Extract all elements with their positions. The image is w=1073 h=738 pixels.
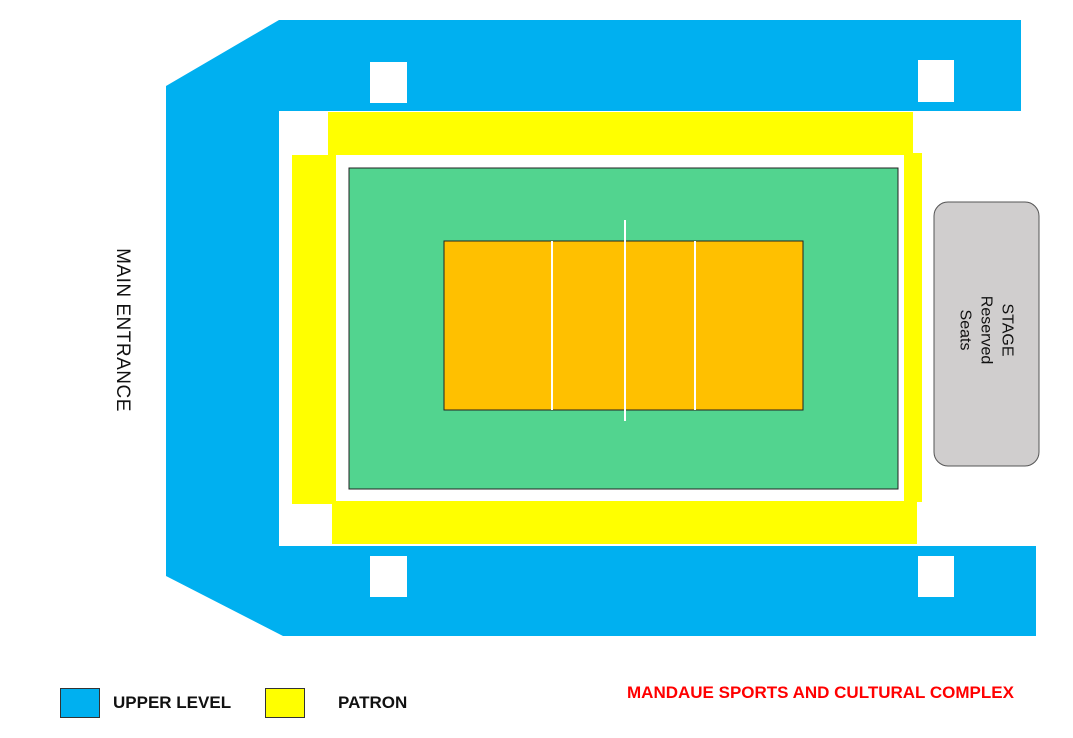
patron-section-right[interactable]	[904, 153, 922, 502]
legend-swatch-patron	[265, 688, 305, 718]
court	[443, 240, 804, 411]
main-entrance-label: MAIN ENTRANCE	[112, 248, 133, 412]
stage-label-line3: Seats	[956, 309, 974, 351]
stage-reserved-seats[interactable]	[933, 201, 1040, 467]
venue-title: MANDAUE SPORTS AND CULTURAL COMPLEX	[627, 683, 1014, 702]
legend-swatch-upper-level	[60, 688, 100, 718]
legend-label-upper-level: UPPER LEVEL	[113, 693, 232, 712]
aisle-block-top-left	[370, 62, 407, 103]
stage-label-line1: STAGE	[998, 303, 1016, 357]
patron-section-top[interactable]	[328, 112, 913, 155]
aisle-block-bottom-left	[370, 556, 407, 597]
patron-section-left[interactable]	[292, 155, 336, 504]
aisle-block-bottom-right	[918, 556, 954, 597]
patron-section-bottom[interactable]	[332, 501, 917, 544]
aisle-block-top-right	[918, 60, 954, 102]
stage-label: STAGE Reserved Seats	[955, 296, 1018, 364]
floor-area	[348, 167, 899, 490]
stage-label-line2: Reserved	[977, 295, 995, 365]
legend-label-patron: PATRON	[338, 693, 408, 712]
